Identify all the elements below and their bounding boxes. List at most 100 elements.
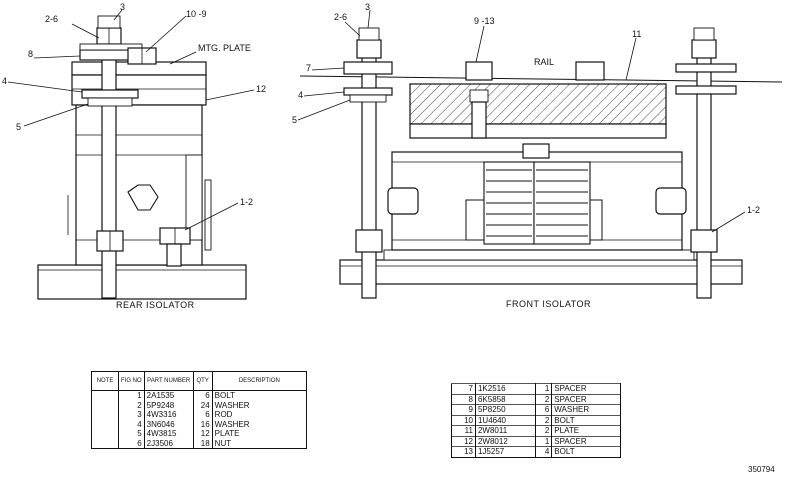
cell-description: SPACER (551, 393, 621, 405)
cell-note (91, 438, 119, 449)
header-note: NOTE (91, 371, 119, 391)
cell-qty: 2 (534, 425, 553, 436)
cell-note (91, 400, 119, 410)
front-right-lug (655, 187, 687, 215)
cell-fig-no: 7 (451, 383, 476, 394)
cell-fig-no: 3 (118, 410, 145, 420)
rear-callouts (7, 9, 255, 231)
cell-part-number: 1K2516 (474, 383, 537, 394)
front-label-4: 4 (298, 90, 303, 100)
front-left-lug (387, 187, 419, 215)
front-label-1-2: 1-2 (747, 205, 760, 215)
cell-part-number: 2A1535 (143, 390, 194, 401)
rear-label-mtg-plate: MTG. PLATE (198, 43, 251, 53)
cell-fig-no: 5 (118, 429, 145, 439)
front-callouts (297, 9, 746, 233)
cell-note (91, 410, 119, 420)
cell-description: SPACER (551, 435, 621, 447)
front-label-3: 3 (365, 2, 370, 12)
cell-qty: 24 (192, 400, 213, 410)
front-springs (483, 161, 591, 245)
rear-base-plate (37, 264, 247, 300)
cell-fig-no: 1 (118, 390, 145, 401)
rear-rod (101, 29, 117, 299)
cell-qty: 12 (192, 429, 213, 439)
cell-qty: 1 (534, 383, 553, 394)
front-label-5: 5 (292, 115, 297, 125)
cell-part-number: 1U4640 (474, 414, 537, 426)
rear-label-2-6: 2-6 (45, 14, 58, 24)
cell-fig-no: 13 (451, 446, 476, 457)
cell-qty: 16 (192, 419, 213, 429)
cell-qty: 2 (534, 393, 553, 405)
cell-fig-no: 2 (118, 400, 145, 410)
rear-plate-4 (81, 89, 139, 99)
cell-description: ROD (211, 410, 308, 420)
cell-description: WASHER (551, 404, 621, 415)
rear-label-5: 5 (16, 122, 21, 132)
cell-fig-no: 8 (451, 393, 476, 405)
rear-label-10-9: 10 -9 (186, 9, 207, 19)
rear-isolator-caption: REAR ISOLATOR (116, 300, 195, 310)
cell-fig-no: 12 (451, 435, 476, 447)
front-left-plate-5 (349, 94, 387, 103)
front-label-rail: RAIL (534, 57, 554, 67)
header-description: DESCRIPTION (211, 371, 308, 391)
cell-description: BOLT (551, 414, 621, 426)
front-right-bolt (575, 61, 605, 81)
front-label-7: 7 (306, 63, 311, 73)
cell-fig-no: 6 (118, 438, 145, 449)
front-label-9-13: 9 -13 (474, 16, 495, 26)
cell-part-number: 2W8012 (474, 435, 537, 447)
cell-description: BOLT (551, 446, 621, 457)
rear-isolator (37, 15, 247, 300)
rear-label-8: 8 (28, 49, 33, 59)
front-center-bolt-9-13 (465, 61, 493, 81)
front-right-lower-nut (690, 229, 718, 253)
cell-part-number: 2W8011 (474, 425, 537, 436)
parts-table-left: NOTE FIG NO PART NUMBER QTY DESCRIPTION … (91, 371, 308, 449)
rear-plate-5 (87, 97, 133, 107)
front-label-11: 11 (632, 29, 641, 39)
cell-note (91, 419, 119, 429)
cell-part-number: 4W3316 (143, 410, 194, 420)
cell-note (91, 390, 119, 401)
cell-qty: 6 (192, 410, 213, 420)
cell-part-number: 5P8250 (474, 404, 537, 415)
cell-description: PLATE (551, 425, 621, 436)
header-part-number: PART NUMBER (143, 371, 194, 391)
parts-table-left-header: NOTE FIG NO PART NUMBER QTY DESCRIPTION (91, 371, 308, 391)
cell-part-number: 4W3815 (143, 429, 194, 439)
cell-part-number: 3N6046 (143, 419, 194, 429)
header-fig-no: FIG NO (118, 371, 145, 391)
cell-fig-no: 10 (451, 414, 476, 426)
cell-part-number: 5P9248 (143, 400, 194, 410)
front-left-plate-4 (343, 87, 393, 96)
cell-description: WASHER (211, 419, 308, 429)
cell-qty: 4 (534, 446, 553, 457)
cell-part-number: 2J3506 (143, 438, 194, 449)
header-qty: QTY (192, 371, 213, 391)
cell-fig-no: 9 (451, 404, 476, 415)
cell-qty: 6 (534, 404, 553, 415)
rear-side-hex-nut (127, 184, 159, 211)
cell-fig-no: 4 (118, 419, 145, 429)
cell-description: NUT (211, 438, 308, 449)
front-base (339, 259, 743, 285)
front-isolator-caption: FRONT ISOLATOR (506, 299, 591, 309)
rear-label-3: 3 (120, 2, 125, 12)
cell-description: WASHER (211, 400, 308, 410)
front-left-lower-nut (355, 229, 383, 253)
